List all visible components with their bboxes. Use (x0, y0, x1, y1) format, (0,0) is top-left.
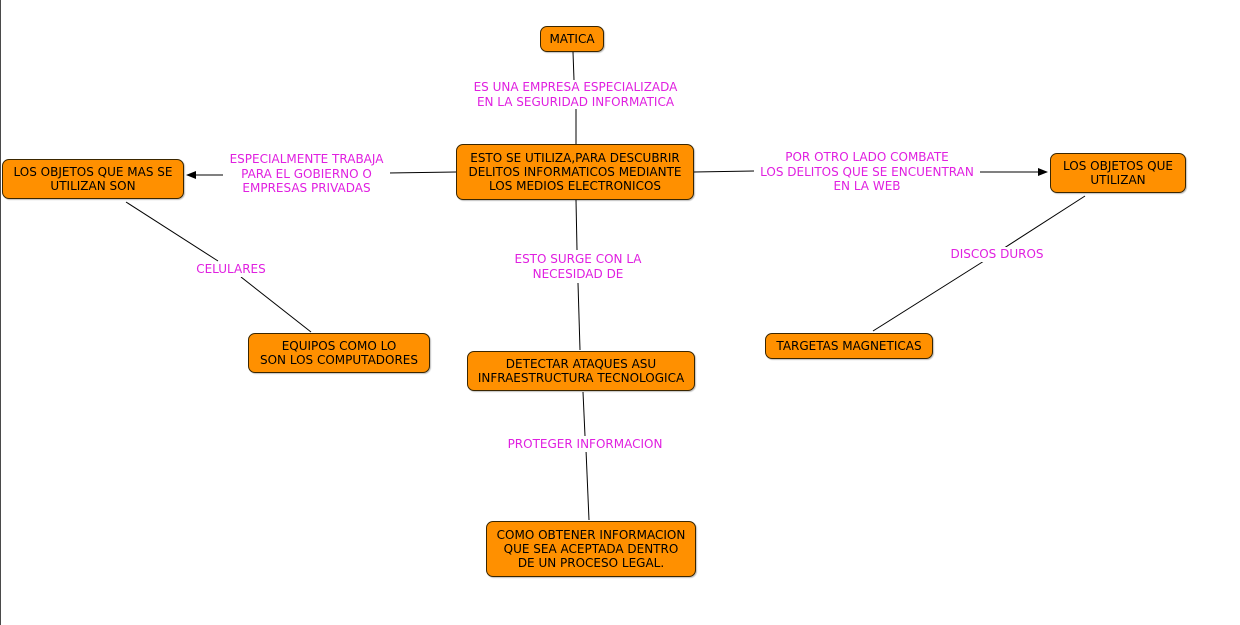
line-objetos-left-to-celulares (125, 201, 219, 262)
line-center-to-combate (693, 170, 755, 173)
node-matica[interactable]: MATICA (540, 26, 604, 52)
link-label-surge: ESTO SURGE CON LA NECESIDAD DE (507, 252, 649, 281)
link-label-gobierno: ESPECIALMENTE TRABAJA PARA EL GOBIERNO O… (223, 152, 390, 196)
link-label-empresa: ES UNA EMPRESA ESPECIALIZADA EN LA SEGUR… (467, 80, 684, 109)
node-detectar[interactable]: DETECTAR ATAQUES ASU INFRAESTRUCTURA TEC… (467, 351, 695, 391)
node-center-concept[interactable]: ESTO SE UTILIZA,PARA DESCUBRIR DELITOS I… (456, 144, 694, 200)
node-equipos[interactable]: EQUIPOS COMO LO SON LOS COMPUTADORES (248, 333, 430, 373)
link-label-celulares: CELULARES (191, 262, 271, 277)
link-label-proteger: PROTEGER INFORMACION (502, 437, 668, 452)
line-detectar-to-proteger (582, 391, 586, 437)
line-proteger-to-obtener (585, 449, 590, 521)
node-obtener[interactable]: COMO OBTENER INFORMACION QUE SEA ACEPTAD… (486, 521, 696, 577)
link-label-combate: POR OTRO LADO COMBATE LOS DELITOS QUE SE… (754, 150, 980, 194)
node-targetas[interactable]: TARGETAS MAGNETICAS (765, 333, 933, 359)
link-label-discos: DISCOS DUROS (945, 247, 1049, 262)
node-objetos-right[interactable]: LOS OBJETOS QUE UTILIZAN (1050, 153, 1186, 193)
line-discos-to-targetas (872, 260, 985, 332)
line-celulares-to-equipos (240, 276, 312, 333)
node-objetos-left[interactable]: LOS OBJETOS QUE MAS SE UTILIZAN SON (2, 159, 184, 199)
line-center-to-surge (575, 199, 578, 251)
line-center-to-gobierno (387, 171, 457, 174)
line-surge-to-detectar (577, 282, 581, 351)
line-matica-to-label (572, 51, 575, 81)
